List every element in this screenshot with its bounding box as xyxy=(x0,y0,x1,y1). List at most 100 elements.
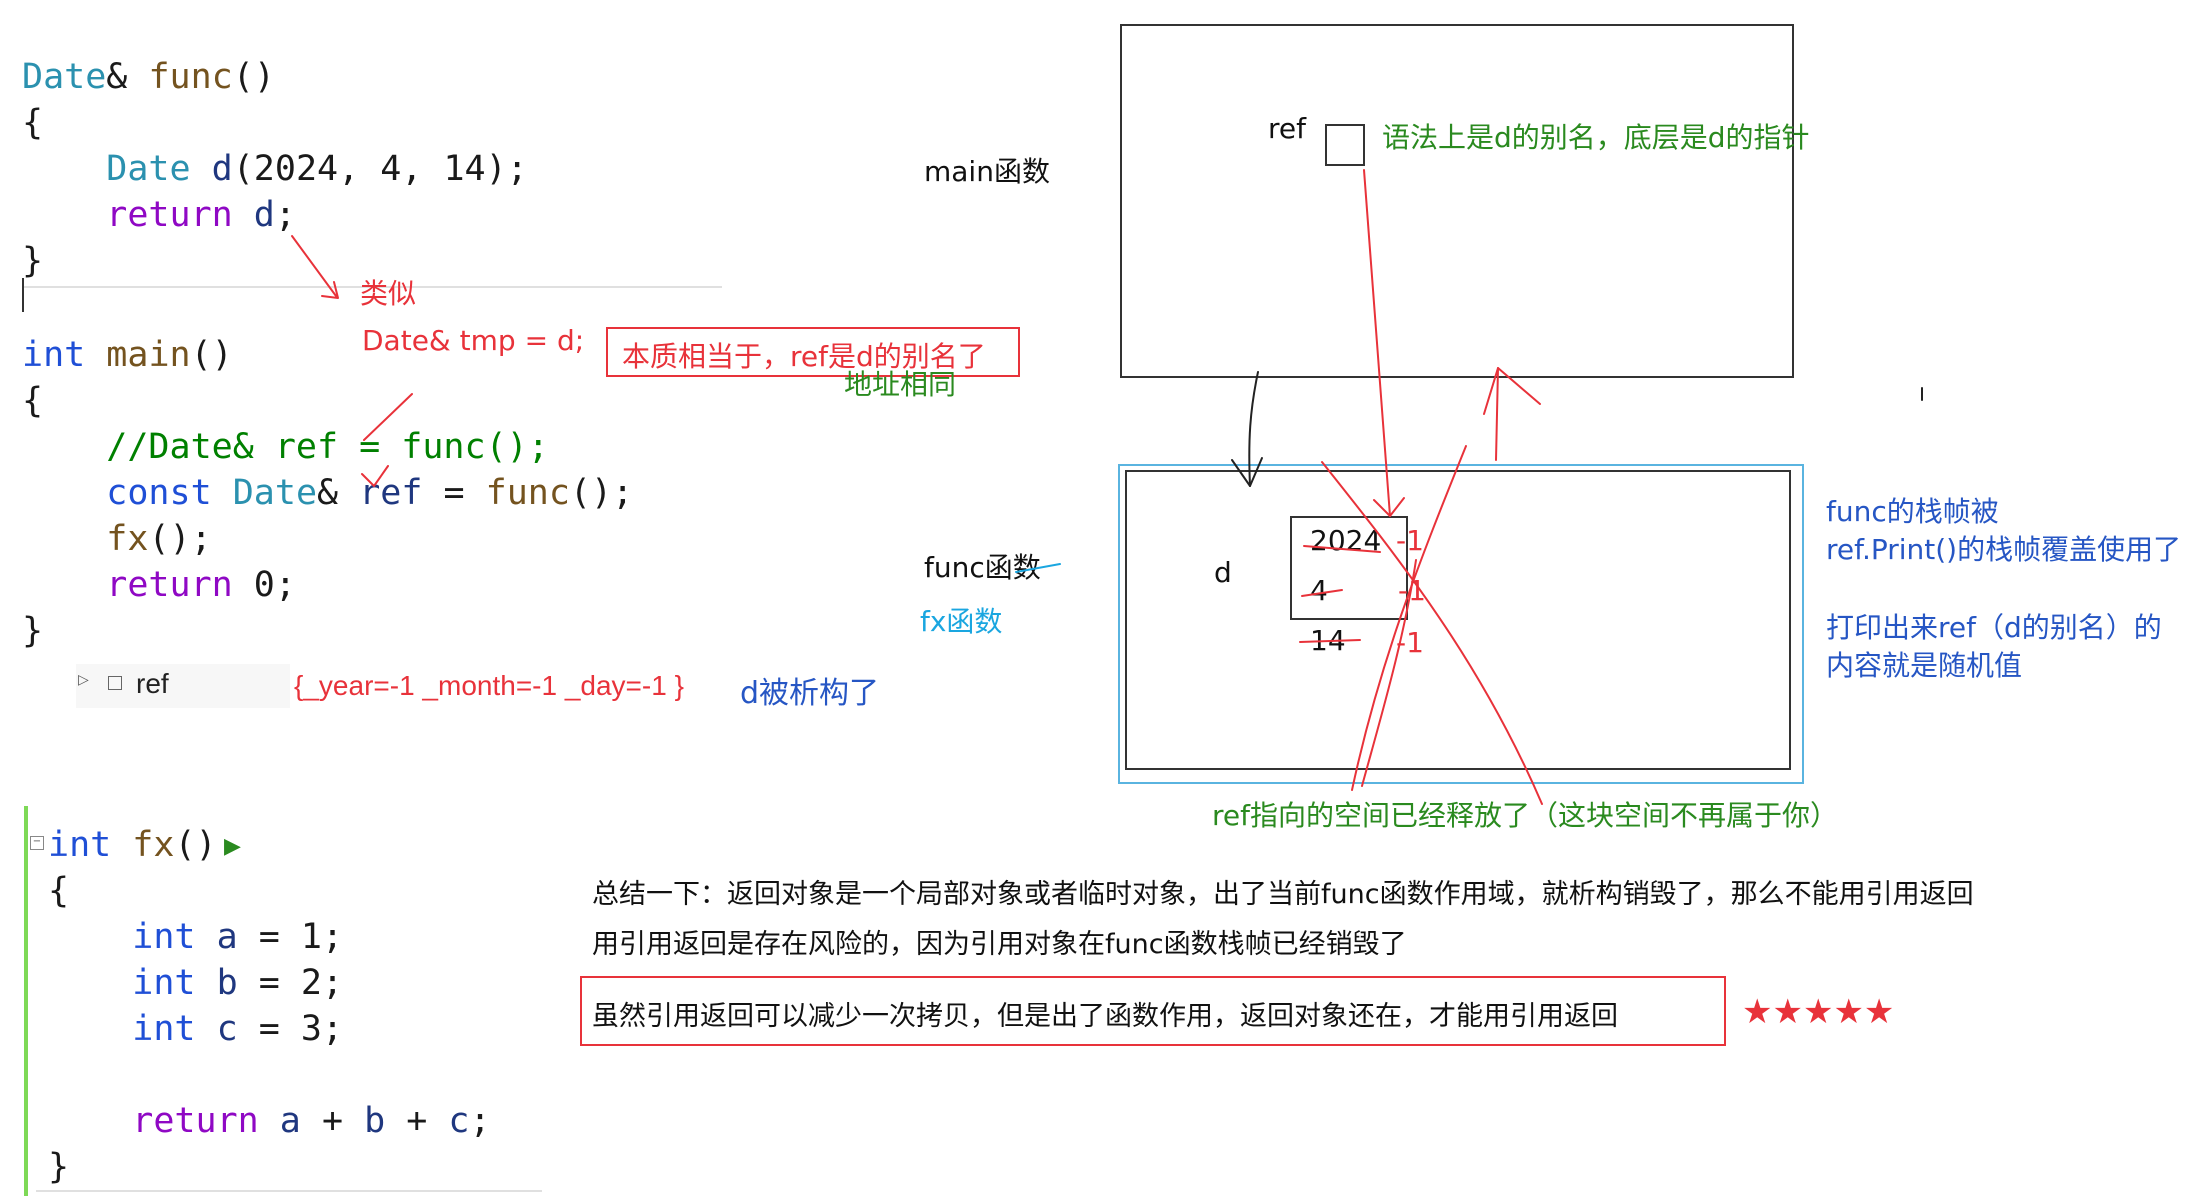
cross-stroke-1 xyxy=(1321,461,1543,805)
code-line: { xyxy=(22,100,43,146)
code-token: & xyxy=(106,57,149,97)
code-line: int main() xyxy=(22,332,233,378)
code-token: c xyxy=(448,1101,470,1141)
ref-cell xyxy=(1325,124,1365,166)
code-token: = 1; xyxy=(237,917,344,957)
key-point-box: 虽然引用返回可以减少一次拷贝，但是出了函数作用，返回对象还在，才能用引用返回 xyxy=(580,976,1726,1046)
fx-frame-label: fx函数 xyxy=(920,605,1003,638)
func-strike xyxy=(363,393,413,441)
same-address-note: 地址相同 xyxy=(844,368,957,401)
func-frame-box xyxy=(1125,470,1791,770)
code-line: } xyxy=(48,1144,69,1190)
code-token: ref xyxy=(359,473,423,513)
cross-stroke-2 xyxy=(1351,445,1467,791)
code-token: + xyxy=(385,1101,449,1141)
code-token: ; xyxy=(469,1101,491,1141)
stars-rating: ★★★★★ xyxy=(1742,992,1895,1032)
code-token: () xyxy=(190,335,233,375)
key-point-text: 虽然引用返回可以减少一次拷贝，但是出了函数作用，返回对象还在，才能用引用返回 xyxy=(592,1001,1618,1032)
code-token: = 2; xyxy=(237,963,344,1003)
released-note: ref指向的空间已经释放了（这块空间不再属于你） xyxy=(1212,799,1838,832)
similar-note: 类似 xyxy=(360,277,417,310)
code-token: d xyxy=(211,149,233,189)
code-token: fx xyxy=(22,519,149,559)
main-frame-box xyxy=(1120,24,1794,378)
divider-line xyxy=(22,286,722,288)
code-token: func xyxy=(485,473,570,513)
debug-value-box: {_year=-1 _month=-1 _day=-1 } xyxy=(290,664,720,710)
code-line: return 0; xyxy=(22,562,296,608)
destructed-note: d被析构了 xyxy=(740,676,880,711)
debug-var-value: {_year=-1 _month=-1 _day=-1 } xyxy=(294,670,684,701)
code-line: fx(); xyxy=(22,516,212,562)
code-token: int xyxy=(22,335,86,375)
code-token: main xyxy=(106,335,191,375)
gutter-bar xyxy=(24,806,28,1196)
code-token: { xyxy=(22,381,44,421)
overwritten-note-2: ref.Print()的栈帧覆盖使用了 xyxy=(1826,533,2182,566)
code-token: fx xyxy=(132,825,175,865)
fold-icon[interactable]: − xyxy=(30,836,44,850)
random-note-1: 打印出来ref（d的别名）的 xyxy=(1826,611,2162,644)
ref-to-d-arrow xyxy=(1363,169,1391,517)
code-token: (); xyxy=(148,519,212,559)
code-token: } xyxy=(48,1147,70,1187)
code-line: { xyxy=(48,868,69,914)
strike-day xyxy=(1299,639,1361,643)
code-token: d xyxy=(253,195,275,235)
code-line: const Date& ref = func(); xyxy=(22,470,633,516)
code-token: = 3; xyxy=(237,1009,344,1049)
code-line: int c = 3; xyxy=(48,1006,343,1052)
summary-line-2: 用引用返回是存在风险的，因为引用对象在func函数栈帧已经销毁了 xyxy=(592,929,1407,960)
code-line: int a = 1; xyxy=(48,914,343,960)
d-object-box xyxy=(1290,516,1408,620)
up-arrow xyxy=(1495,367,1499,461)
ref-note: 语法上是d的别名，底层是d的指针 xyxy=(1382,121,1810,154)
code-token: { xyxy=(48,871,70,911)
summary-line-1: 总结一下：返回对象是一个局部对象或者临时对象，出了当前func函数作用域，就析构… xyxy=(592,879,1974,910)
code-line: //Date& ref = func(); xyxy=(22,424,549,470)
code-token: ; xyxy=(274,195,296,235)
code-token: int xyxy=(48,963,196,1003)
code-token: () xyxy=(232,57,275,97)
strike-month xyxy=(1301,589,1343,597)
code-line: return a + b + c; xyxy=(48,1098,491,1144)
code-line: } xyxy=(22,238,43,284)
essence-note: 本质相当于，ref是d的别名了 xyxy=(622,340,986,373)
text-cursor xyxy=(22,278,24,312)
code-token: int xyxy=(48,917,196,957)
code-token: + xyxy=(300,1101,365,1141)
ref-to-d-arrow-head xyxy=(1373,497,1405,517)
code-token: func xyxy=(148,57,233,97)
code-token: (2024, 4, 14); xyxy=(232,149,528,189)
main-to-func-arrow xyxy=(1248,371,1259,487)
code-token: int xyxy=(48,1009,196,1049)
overwritten-note-1: func的栈帧被 xyxy=(1826,495,1999,528)
code-line: } xyxy=(22,608,43,654)
fx-frame-box xyxy=(1118,464,1804,784)
ref-label: ref xyxy=(1268,112,1306,145)
expand-arrow-icon[interactable]: ▷ xyxy=(78,672,89,688)
main-to-func-arrow-head xyxy=(1231,457,1263,487)
main-frame-label: main函数 xyxy=(924,155,1050,188)
code-line: Date& func() xyxy=(22,54,275,100)
code-token: () xyxy=(174,825,217,865)
code-token: b xyxy=(364,1101,386,1141)
strike-year xyxy=(1303,545,1381,553)
debug-var-name: ref xyxy=(136,668,169,699)
cross-stroke-3 xyxy=(1361,559,1417,787)
run-marker-icon[interactable]: ▶ xyxy=(224,834,241,859)
code-token: c xyxy=(216,1009,238,1049)
tmp-note: Date& tmp = d; xyxy=(362,324,585,357)
similar-arrow-head xyxy=(321,281,339,299)
code-line: return d; xyxy=(22,192,296,238)
object-icon xyxy=(108,676,122,690)
code-token: } xyxy=(22,611,44,651)
code-token: Date xyxy=(232,473,318,513)
code-line: int b = 2; xyxy=(48,960,343,1006)
code-token: //Date& ref = func(); xyxy=(22,427,549,467)
code-line: { xyxy=(22,378,43,424)
random-note-2: 内容就是随机值 xyxy=(1826,649,2023,682)
code-token: const xyxy=(22,473,212,513)
